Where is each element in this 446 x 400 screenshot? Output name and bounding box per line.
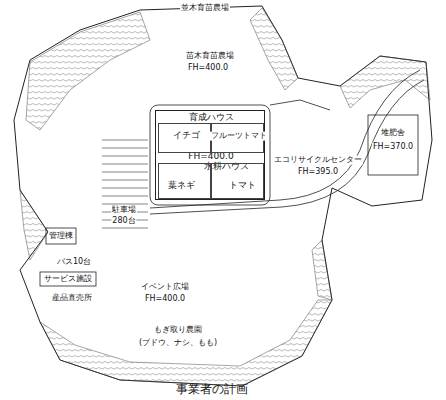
parking-stripe bbox=[102, 148, 148, 149]
area-label: 管理棟 bbox=[48, 232, 74, 241]
slope bbox=[312, 240, 332, 300]
parking-stripe bbox=[102, 140, 148, 141]
parking-stripe bbox=[102, 188, 148, 189]
crop-plot: トマト bbox=[211, 163, 264, 199]
area-label: 並木育苗農場 bbox=[180, 4, 230, 13]
area-label: FH=370.0 bbox=[372, 143, 414, 152]
admin-building bbox=[46, 228, 76, 244]
slope bbox=[40, 300, 332, 386]
caption: 事業者の計画 bbox=[175, 383, 249, 396]
plot-label: イチゴ bbox=[172, 131, 201, 141]
crop-plot: フルーツトマト bbox=[211, 123, 264, 153]
parking-stripe bbox=[102, 196, 148, 197]
crop-plot: 葉ネギ bbox=[158, 163, 211, 199]
plot-label: トマト bbox=[228, 181, 257, 191]
site-boundary bbox=[14, 6, 432, 386]
parking-stripes bbox=[102, 140, 148, 228]
crop-plot: イチゴ bbox=[158, 123, 211, 153]
slope bbox=[250, 8, 298, 90]
area-label: 駐車場 bbox=[111, 206, 137, 215]
area-label: 堆肥舎 bbox=[380, 129, 406, 138]
area-label: もぎ取り農園 bbox=[153, 326, 203, 335]
area-label: FH=400.0 bbox=[144, 295, 186, 304]
parking-stripe bbox=[102, 180, 148, 181]
road bbox=[270, 100, 330, 110]
area-label: 280台 bbox=[111, 217, 136, 226]
area-label: バス10台 bbox=[56, 258, 92, 267]
greenhouse-block: 育成ハウスFH=400.0水耕ハウスイチゴフルーツトマト葉ネギトマト bbox=[155, 110, 265, 200]
area-label: イベント広場 bbox=[140, 283, 190, 292]
area-label: 苗木育苗農場 bbox=[185, 52, 235, 61]
area-label: エコリサイクルセンター bbox=[273, 156, 363, 165]
parking-stripe bbox=[102, 228, 148, 229]
road bbox=[150, 80, 424, 214]
parking-stripe bbox=[102, 156, 148, 157]
slope bbox=[26, 12, 150, 130]
plot-label: フルーツトマト bbox=[210, 132, 268, 141]
parking-stripe bbox=[102, 172, 148, 173]
area-label: FH=395.0 bbox=[297, 168, 339, 177]
plot-label: FH=400.0 bbox=[187, 152, 234, 162]
house-block-outer bbox=[150, 105, 270, 205]
compost-shed bbox=[368, 115, 418, 175]
parking-stripe bbox=[102, 164, 148, 165]
service-building bbox=[40, 272, 96, 286]
area-label: (ブドウ、ナシ、もも) bbox=[138, 339, 218, 348]
plot-label: 葉ネギ bbox=[167, 181, 196, 191]
slope bbox=[20, 190, 48, 260]
area-label: FH=400.0 bbox=[187, 64, 229, 73]
road bbox=[150, 70, 420, 208]
parking-stripe bbox=[102, 204, 148, 205]
plot-label: 育成ハウス bbox=[188, 113, 235, 123]
area-label: サービス施設 bbox=[43, 275, 93, 284]
area-label: 産品直売所 bbox=[51, 294, 93, 303]
